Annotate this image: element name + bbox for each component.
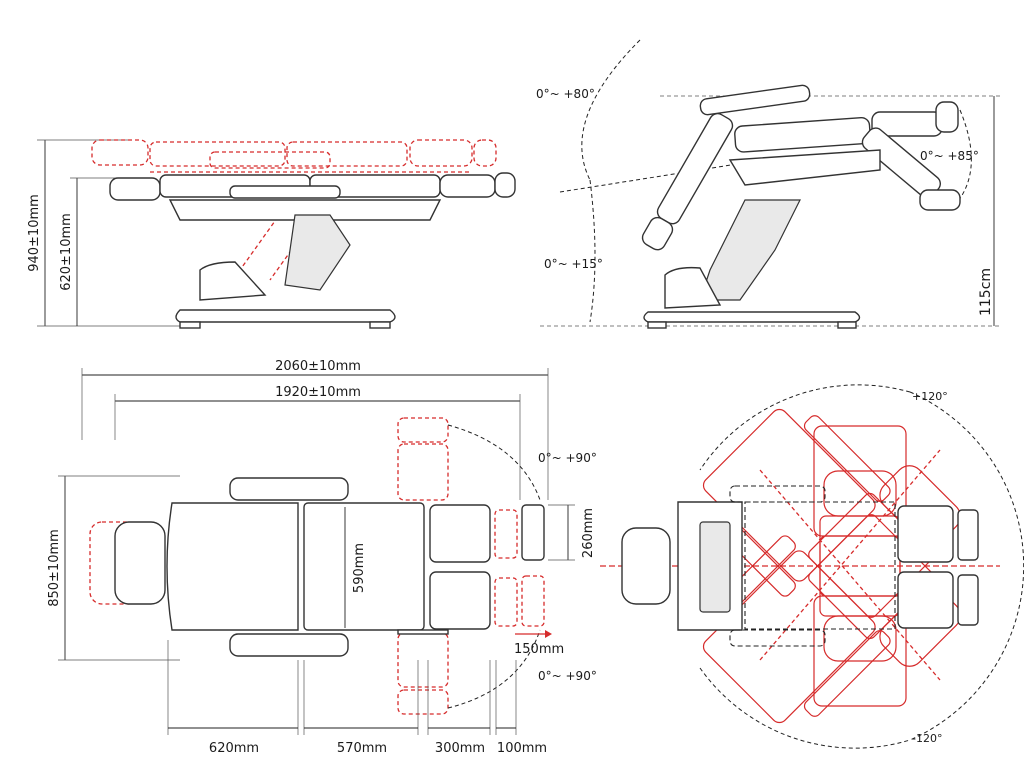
top-armrest-upper <box>229 477 349 501</box>
label-seg-leg: 300mm <box>435 741 485 756</box>
label-footrest-swing-bottom: 0°~ +90° <box>538 669 597 683</box>
side-view-panel: 940±10mm 620±10mm <box>27 139 516 329</box>
recline-headrest <box>641 216 674 251</box>
side-footrest <box>494 172 516 198</box>
top-headrest <box>114 521 166 605</box>
side-base <box>175 309 396 323</box>
label-total-length: 2060±10mm <box>275 359 361 374</box>
label-seg-back: 620mm <box>209 741 259 756</box>
label-width: 850±10mm <box>47 529 62 607</box>
side-headrest <box>109 177 161 201</box>
label-seg-seat: 570mm <box>337 741 387 756</box>
rotation-legrest-upper <box>897 505 954 563</box>
recline-backrest <box>656 112 734 225</box>
top-footrest-upper <box>521 504 545 561</box>
label-foot-extension: 150mm <box>514 642 564 657</box>
side-armrest <box>229 185 341 199</box>
recline-column <box>699 199 801 301</box>
label-footrest-swing-top: 0°~ +90° <box>538 451 597 465</box>
top-legrest-upper <box>429 504 491 563</box>
top-view-panel: 2060±10mm 1920±10mm 850±10mm 0°~ +90° 0°… <box>47 359 597 756</box>
label-rotate-plus: +120° <box>912 390 948 403</box>
side-column <box>284 214 351 291</box>
label-foot-width: 260mm <box>581 508 596 558</box>
recline-seat <box>734 116 871 153</box>
recline-extension <box>935 101 959 133</box>
label-seat-width: 590mm <box>352 543 367 593</box>
label-rotate-minus: -120° <box>912 732 942 745</box>
recline-view-panel: 115cm 0°~ +80° 0°~ +15° 0°~ +85° <box>536 39 1000 329</box>
label-side-seat-height: 620±10mm <box>59 213 74 291</box>
label-side-total-height: 940±10mm <box>27 194 42 272</box>
label-tilt-angle: 0°~ +15° <box>544 257 603 271</box>
top-seat <box>303 502 425 631</box>
recline-armrest <box>699 84 811 116</box>
rotation-legrest-lower <box>897 571 954 629</box>
top-armrest-lower <box>229 633 349 657</box>
label-raised-height: 115cm <box>978 268 994 316</box>
label-seg-foot: 100mm <box>497 741 547 756</box>
rotation-view-panel: +120° -120° <box>600 384 1024 749</box>
recline-base <box>643 311 861 323</box>
label-leg-angle: 0°~ +85° <box>920 149 979 163</box>
rotation-headrest <box>621 527 671 605</box>
top-legrest-lower <box>429 571 491 630</box>
rotation-control-panel <box>699 521 731 613</box>
side-legrest <box>439 174 496 198</box>
top-backrest <box>166 502 299 631</box>
label-body-length: 1920±10mm <box>275 385 361 400</box>
label-back-angle: 0°~ +80° <box>536 87 595 101</box>
